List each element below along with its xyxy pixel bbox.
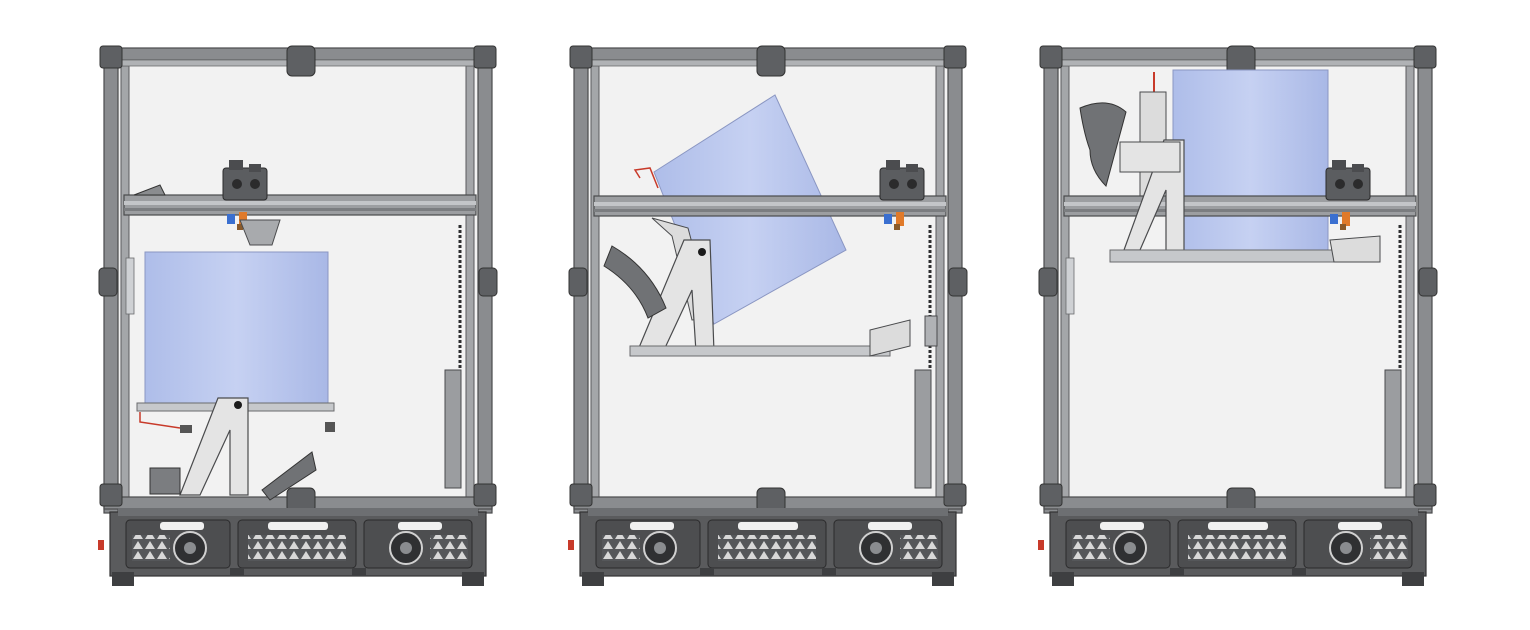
printer-panel-3 (1036, 44, 1439, 588)
printer-panel-2 (566, 44, 969, 588)
printer-panel-1 (96, 44, 499, 588)
